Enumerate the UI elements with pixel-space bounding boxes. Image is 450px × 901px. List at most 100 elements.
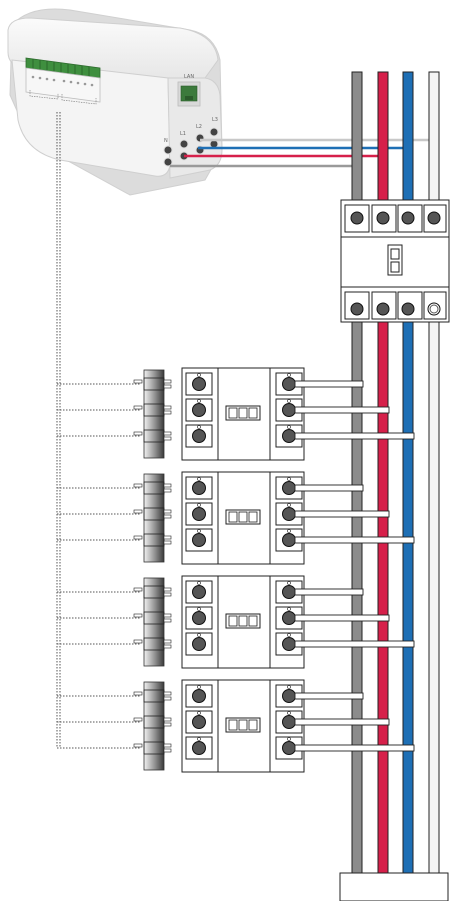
ct-clamp-body <box>143 681 165 771</box>
ct-lead-pin <box>163 644 172 649</box>
cable-l3-in <box>402 71 414 213</box>
ct-lead-pin <box>133 613 143 618</box>
terminal-screw <box>192 611 206 625</box>
ct-lead-pin <box>163 431 172 436</box>
terminal-screw <box>282 715 296 729</box>
circuit-breaker <box>181 471 305 565</box>
energy-meter-device: LAN N L1 L2 L3 <box>7 8 436 196</box>
ct-lead-pin <box>163 592 172 597</box>
breaker-rows <box>57 367 415 773</box>
terminal-pin <box>197 425 201 429</box>
lan-label: LAN <box>184 74 194 80</box>
ct-clamp <box>143 481 165 495</box>
breaker-toggle <box>248 615 258 627</box>
breaker-toggle <box>248 511 258 523</box>
terminal-pin <box>287 399 291 403</box>
ct-clamp <box>143 689 165 703</box>
breaker-toggle <box>228 511 238 523</box>
ct-lead-pin <box>133 431 143 436</box>
current-transformer-clamps <box>133 369 172 459</box>
ct-lead-pin <box>133 587 143 592</box>
ct-lead-pin <box>163 436 172 441</box>
breaker-toggle <box>228 615 238 627</box>
ct-lead-pin <box>163 613 172 618</box>
ct-lead-pin <box>133 405 143 410</box>
circuit-breaker <box>181 575 305 669</box>
ct-clamp <box>143 403 165 417</box>
terminal-pin <box>197 503 201 507</box>
ct-lead-pin <box>163 587 172 592</box>
ct-lead-pin <box>163 722 172 727</box>
terminal-screw <box>282 403 296 417</box>
terminal-pin <box>197 477 201 481</box>
ct-lead-pin <box>133 483 143 488</box>
terminal-screw <box>282 377 296 391</box>
terminal-pin <box>287 711 291 715</box>
bottom-junction-box <box>339 872 449 901</box>
terminal-screw <box>282 585 296 599</box>
ct-clamp-body <box>143 473 165 563</box>
terminal-screw <box>192 481 206 495</box>
breaker-toggle <box>238 615 248 627</box>
ct-lead-pin <box>163 618 172 623</box>
ct-clamp-body <box>143 369 165 459</box>
ct-lead-pin <box>163 535 172 540</box>
ct-lead-pin <box>163 717 172 722</box>
breaker-toggle <box>228 407 238 419</box>
current-transformer-clamps <box>133 577 172 667</box>
terminal-pin <box>287 737 291 741</box>
ct-clamp-body <box>143 577 165 667</box>
ct-lead-pin <box>163 509 172 514</box>
ct-lead-pin <box>163 379 172 384</box>
breaker-toggle <box>238 407 248 419</box>
terminal-screw <box>192 715 206 729</box>
power-terminal-labels: N L1 L2 L3 <box>164 117 218 144</box>
cable-l1-in <box>351 71 363 213</box>
cable-n-in <box>428 71 440 213</box>
terminal-pin <box>197 399 201 403</box>
busbar-link <box>294 588 364 596</box>
terminal-pin <box>287 607 291 611</box>
busbar-link <box>294 744 415 752</box>
terminal-screw <box>282 741 296 755</box>
terminal-pin <box>197 633 201 637</box>
terminal-pin <box>287 425 291 429</box>
ct-terminal-block <box>25 57 101 105</box>
terminal-screw <box>282 481 296 495</box>
busbar-link <box>294 380 364 388</box>
ct-clamp <box>143 637 165 651</box>
terminal-pin <box>287 503 291 507</box>
terminal-pin <box>287 477 291 481</box>
main-switch-bottom-terminals <box>344 291 447 320</box>
terminal-pin <box>197 529 201 533</box>
ct-lead-pin <box>163 540 172 545</box>
breaker-toggle <box>238 511 248 523</box>
busbar-link <box>294 640 415 648</box>
terminal-label-l3: L3 <box>212 117 218 123</box>
ct-lead-pin <box>163 696 172 701</box>
ct-lead-pin <box>163 384 172 389</box>
terminal-screw <box>282 637 296 651</box>
busbar-link <box>294 718 390 726</box>
terminal-label-l2: L2 <box>196 124 202 130</box>
ct-lead-pin <box>163 488 172 493</box>
circuit-breaker <box>181 679 305 773</box>
ct-clamp <box>143 507 165 521</box>
terminal-screw <box>192 403 206 417</box>
cable-l2-out <box>377 309 389 876</box>
terminal-screw <box>282 533 296 547</box>
screw-terminal-icon <box>163 145 173 167</box>
terminal-label-n: N <box>164 138 168 144</box>
terminal-pin <box>287 529 291 533</box>
terminal-screw <box>282 611 296 625</box>
current-transformer-clamps <box>133 681 172 771</box>
ct-lead-pin <box>163 748 172 753</box>
terminal-screw <box>192 507 206 521</box>
main-switch-top-terminals <box>344 204 447 233</box>
ct-lead-pin <box>163 514 172 519</box>
ct-lead-pin <box>133 535 143 540</box>
terminal-label-l1: L1 <box>180 131 186 137</box>
breaker-toggle <box>248 407 258 419</box>
ct-lead-pin <box>163 743 172 748</box>
meter-power-leads <box>170 138 436 168</box>
